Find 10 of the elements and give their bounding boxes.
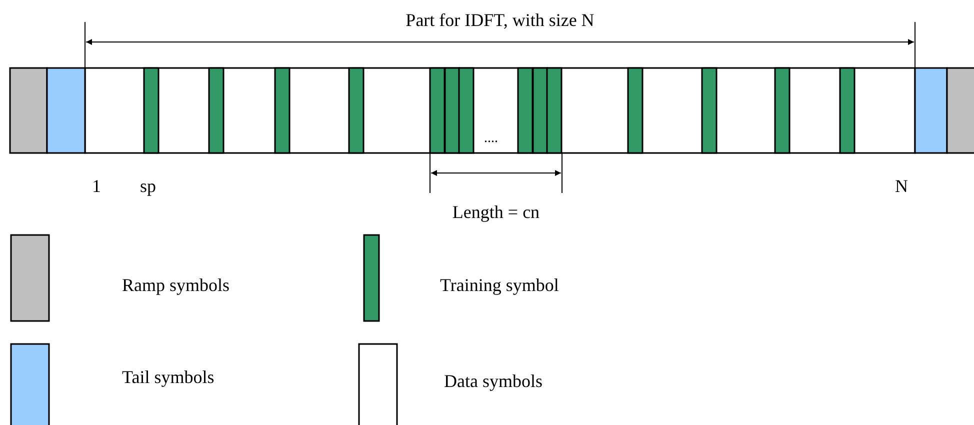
index-label: sp <box>140 177 156 195</box>
index-label: N <box>895 177 908 195</box>
legend-label: Tail symbols <box>122 368 214 386</box>
dimension-label: Length = cn <box>452 203 540 221</box>
legend-label: Data symbols <box>444 372 542 390</box>
dimension-label: Part for IDFT, with size N <box>406 11 594 29</box>
ellipsis-text: .... <box>484 132 498 146</box>
legend-label: Ramp symbols <box>122 276 230 294</box>
legend-label: Training symbol <box>440 276 559 294</box>
index-label: 1 <box>92 177 101 195</box>
